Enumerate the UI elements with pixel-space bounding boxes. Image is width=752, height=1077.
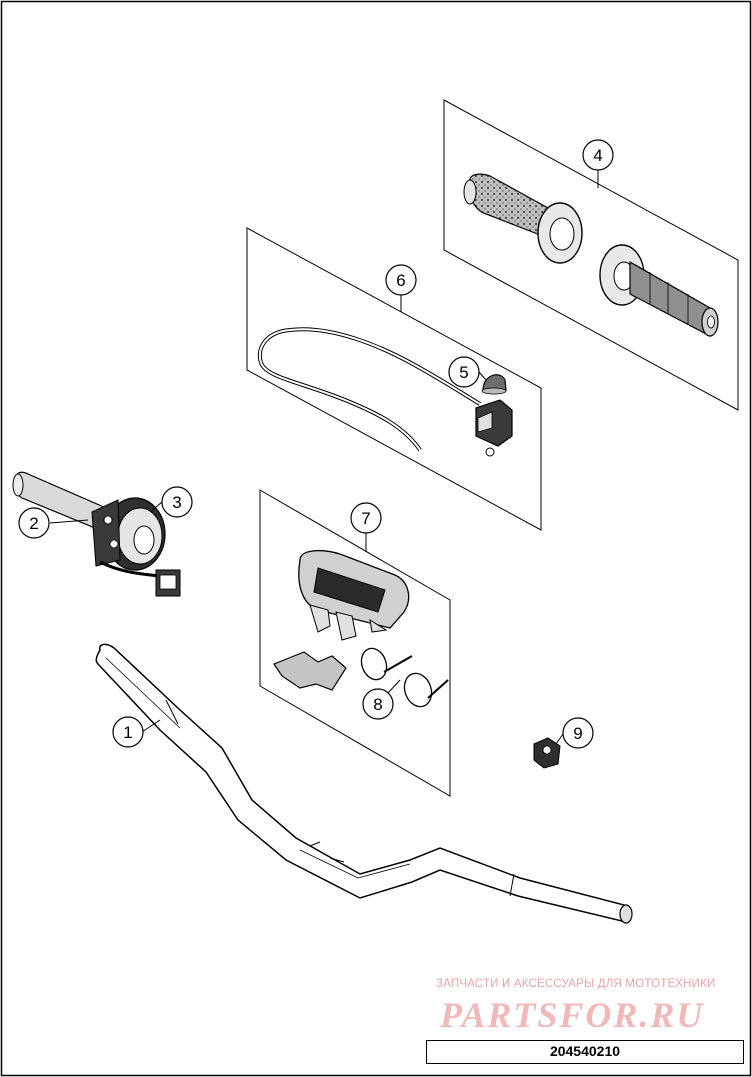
callout-8: 8 (362, 688, 394, 720)
svg-text:6: 6 (396, 271, 405, 290)
grip-left-part (463, 173, 583, 264)
callout-2: 2 (18, 507, 50, 539)
watermark-caption: ЗАПЧАСТИ И АКСЕССУАРЫ ДЛЯ МОТОТЕХНИКИ (436, 978, 716, 990)
cable-ties-part (360, 647, 449, 708)
clamp-part (533, 737, 561, 769)
group-box-switch (246, 227, 542, 531)
grip-right-part (599, 244, 719, 337)
svg-text:8: 8 (373, 695, 382, 714)
kill-switch-cable-part (257, 327, 513, 457)
callout-6: 6 (385, 264, 417, 296)
svg-text:7: 7 (361, 509, 370, 528)
svg-text:3: 3 (172, 493, 181, 512)
callout-9: 9 (562, 717, 594, 749)
handlebar-part (95, 643, 633, 924)
group-box-pad (259, 489, 451, 797)
svg-text:9: 9 (573, 724, 582, 743)
bar-pad-part (298, 549, 410, 641)
leader-lines (49, 371, 564, 745)
drawing-number: 204540210 (549, 1043, 621, 1059)
callout-4: 4 (582, 139, 614, 171)
svg-text:5: 5 (459, 363, 468, 382)
throttle-housing-part (91, 497, 181, 597)
switch-cap-part (481, 374, 507, 395)
drawing-number-box: 204540210 (426, 1040, 744, 1064)
svg-text:4: 4 (593, 146, 602, 165)
callout-3: 3 (161, 486, 193, 518)
callout-1: 1 (112, 716, 144, 748)
svg-text:2: 2 (29, 514, 38, 533)
svg-text:1: 1 (123, 723, 132, 742)
group-box-grips (443, 99, 739, 411)
watermark-logo: PARTSFOR.RU (440, 995, 705, 1035)
callout-7: 7 (350, 502, 382, 534)
pad-insert-part (273, 651, 347, 691)
callout-5: 5 (448, 356, 480, 388)
